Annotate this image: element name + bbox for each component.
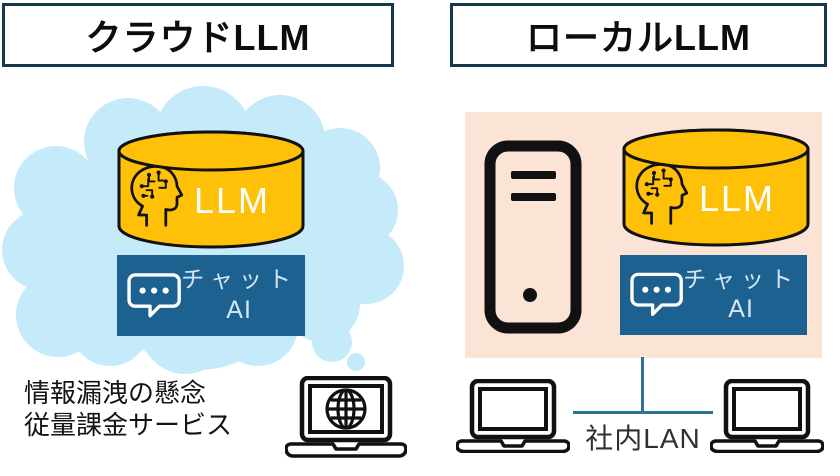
- local-llm-section: ローカルLLM LLM: [420, 0, 840, 476]
- chat-ai-label-line2: AI: [226, 295, 252, 324]
- lan-line-vertical: [641, 357, 644, 414]
- llm-database-cylinder: LLM: [622, 128, 810, 247]
- globe-icon: [325, 388, 367, 430]
- llm-label: LLM: [194, 180, 270, 221]
- chat-ai-label-line1: チャット: [181, 266, 297, 293]
- chat-bubble-icon: [630, 272, 683, 316]
- cloud-llm-title: クラウドLLM: [2, 3, 394, 67]
- chat-bubble-icon: [127, 272, 181, 317]
- laptop-icon-left: [456, 379, 570, 453]
- local-llm-title-label: ローカルLLM: [526, 17, 751, 58]
- cloud-llm-title-label: クラウドLLM: [85, 17, 311, 58]
- llm-label: LLM: [699, 178, 775, 219]
- cloud-concerns-text: 情報漏洩の懸念 従量課金サービス: [24, 377, 232, 441]
- cloud-llm-section: クラウドLLM: [2, 3, 407, 458]
- lan-label: 社内LAN: [585, 423, 701, 454]
- chat-ai-box: チャット AI: [620, 255, 807, 335]
- concern-line-2: 従量課金サービス: [24, 410, 233, 440]
- chat-ai-label-line2: AI: [728, 295, 754, 324]
- concern-line-1: 情報漏洩の懸念: [24, 378, 207, 408]
- laptop-globe-icon: [285, 376, 407, 458]
- local-llm-title: ローカルLLM: [450, 3, 827, 67]
- thought-bubble-tail: [312, 322, 352, 362]
- llm-database-cylinder: LLM: [117, 130, 305, 249]
- chat-ai-box: チャット AI: [117, 255, 305, 336]
- laptop-icon-right: [710, 379, 824, 453]
- lan-line-horizontal: [573, 411, 713, 414]
- tower-pc-icon: [484, 140, 582, 334]
- brain-circuit-icon: [130, 165, 184, 227]
- chat-ai-label-line1: チャット: [683, 265, 799, 292]
- brain-circuit-icon: [635, 163, 689, 225]
